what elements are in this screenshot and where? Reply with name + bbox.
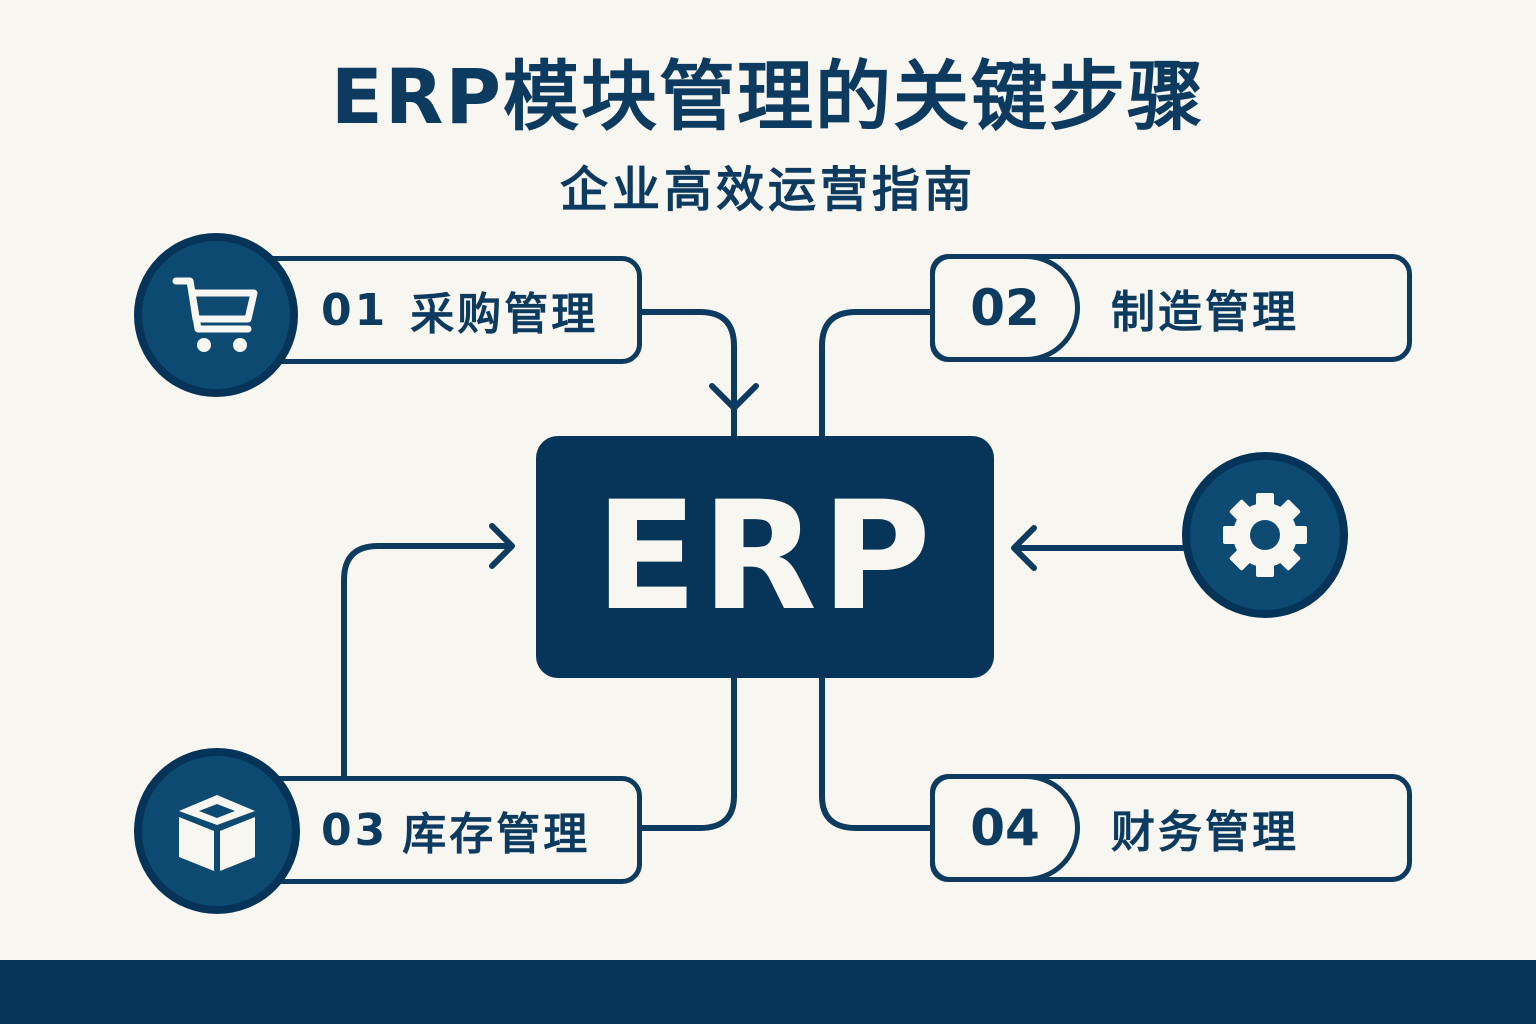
module-03-card[interactable]: 03 库存管理 — [250, 776, 642, 884]
module-01-icon-circle — [134, 233, 298, 397]
arrowhead-03 — [489, 523, 515, 569]
module-04-name: 财务管理 — [1111, 807, 1299, 858]
connector-erp-03 — [635, 675, 737, 831]
erp-center-label: ERP — [595, 470, 935, 644]
arrowhead-gear — [1011, 525, 1037, 571]
page-subtitle: 企业高效运营指南 — [559, 162, 976, 218]
module-04-number: 04 — [970, 799, 1040, 857]
module-04-number-segment: 04 — [930, 774, 1080, 882]
module-01-name: 采购管理 — [410, 289, 599, 340]
module-04-card[interactable]: 04 财务管理 — [930, 774, 1412, 882]
module-01-card[interactable]: 01 采购管理 — [250, 256, 642, 364]
footer-bar — [0, 960, 1536, 1024]
page-title: ERP模块管理的关键步骤 — [330, 52, 1206, 141]
shopping-cart-icon — [172, 277, 258, 352]
module-03-number: 03 — [321, 804, 389, 856]
module-02-card[interactable]: 02 制造管理 — [930, 254, 1412, 362]
arrowhead-01 — [709, 383, 759, 411]
gear-icon — [1223, 493, 1307, 577]
module-02-number-segment: 02 — [930, 254, 1080, 362]
connector-01 — [635, 309, 737, 439]
connector-02 — [819, 309, 935, 439]
connector-03-up — [341, 543, 513, 779]
connector-erp-04 — [819, 675, 935, 831]
module-03-name: 库存管理 — [402, 809, 591, 860]
gear-icon-circle — [1182, 452, 1348, 618]
module-02-name: 制造管理 — [1111, 287, 1299, 338]
module-01-number: 01 — [321, 284, 389, 336]
module-02-number: 02 — [970, 279, 1040, 337]
erp-center-box[interactable]: ERP — [536, 436, 994, 678]
box-icon — [179, 795, 255, 871]
module-03-icon-circle — [134, 748, 300, 914]
